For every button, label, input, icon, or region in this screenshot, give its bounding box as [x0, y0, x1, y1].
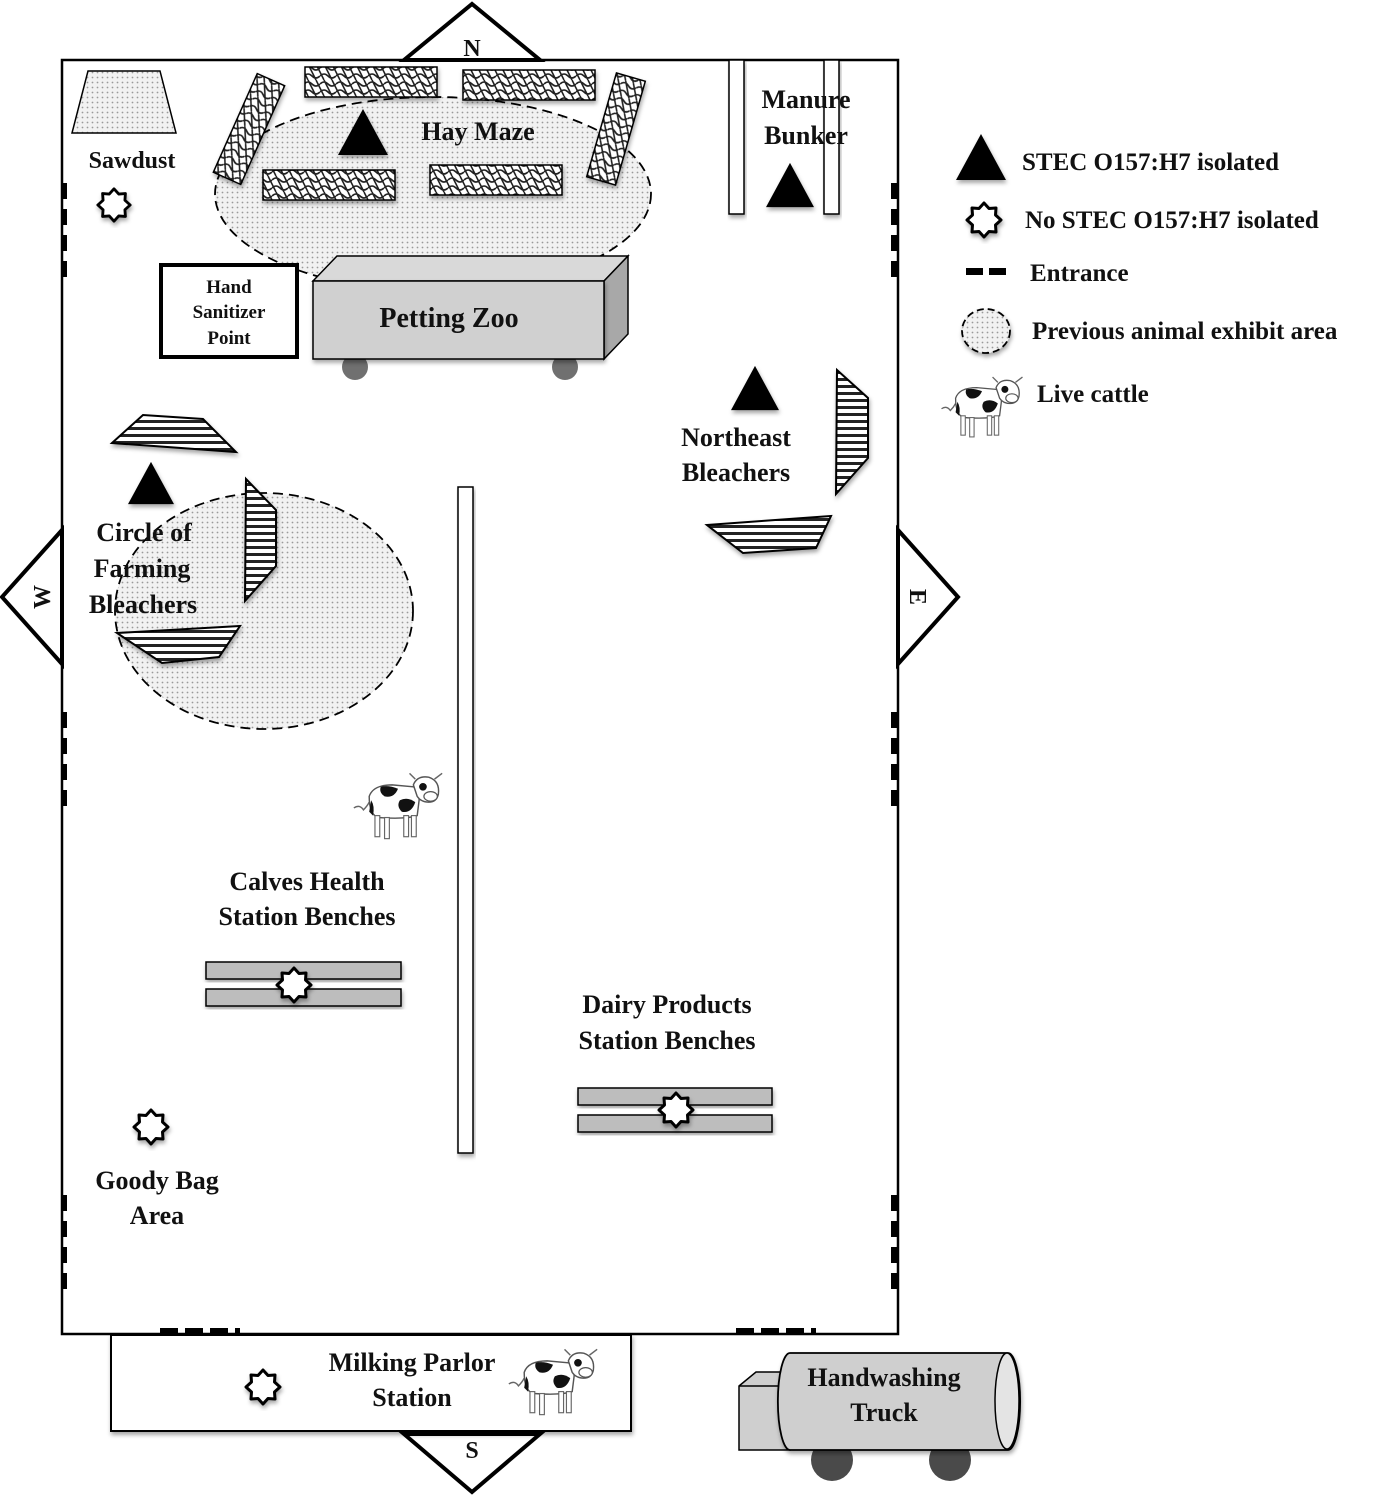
northeast-bleachers-label-line1: Northeast: [681, 423, 791, 452]
entrance-east-south: [891, 1195, 897, 1289]
compass-east-marker: E: [896, 524, 961, 670]
bleacher: [704, 514, 833, 555]
hay-bale: [462, 69, 596, 101]
compass-south-label: S: [465, 1438, 478, 1464]
legend-label: Previous animal exhibit area: [1032, 318, 1338, 345]
stec-isolated-triangle-icon: [766, 162, 814, 208]
legend-item-live-cattle: Live cattle: [940, 376, 1149, 438]
milking-parlor-label-line1: Milking Parlor: [329, 1348, 496, 1377]
eight-point-star-icon: [965, 201, 1003, 239]
hand-sanitizer-point: Hand Sanitizer Point: [159, 263, 299, 359]
manure-bunker: Manure Bunker: [728, 59, 851, 215]
legend-item-entrance: Entrance: [966, 260, 1129, 287]
hay-bale: [262, 169, 396, 201]
entrance-east-north: [891, 183, 897, 277]
manure-bunker-label-line2: Bunker: [764, 121, 848, 150]
bleacher: [113, 624, 242, 665]
no-stec-star-icon: [657, 1091, 695, 1129]
dotted-oval-icon: [961, 308, 1011, 354]
filled-triangle-icon: [956, 134, 1006, 180]
petting-zoo: Petting Zoo: [311, 254, 630, 380]
compass-south-marker: S: [398, 1432, 546, 1495]
milking-parlor-station: Milking Parlor Station: [110, 1334, 632, 1432]
stec-isolated-triangle-icon: [128, 461, 174, 505]
petting-zoo-label: Petting Zoo: [379, 303, 518, 334]
compass-east-label: E: [904, 589, 930, 605]
hay-bales: [212, 66, 647, 201]
entrance-west-north: [61, 183, 67, 277]
entrance-east-middle: [891, 712, 897, 806]
circle-of-farming: Circle of Farming Bleachers: [89, 413, 414, 730]
goody-bag-label-line1: Goody Bag: [95, 1166, 219, 1195]
legend-item-previous-exhibit: Previous animal exhibit area: [961, 308, 1338, 354]
hay-maze-label: Hay Maze: [421, 117, 534, 146]
circle-of-farming-label-line3: Bleachers: [89, 590, 197, 619]
no-stec-star-icon: [275, 966, 313, 1004]
center-divider-wall: [457, 486, 474, 1154]
goody-bag-label-line2: Area: [130, 1201, 184, 1230]
dairy-products-label-line1: Dairy Products: [582, 990, 751, 1019]
hay-bale: [585, 72, 647, 186]
legend-label: Live cattle: [1037, 381, 1149, 408]
circle-of-farming-label-line2: Farming: [94, 554, 191, 583]
calves-health-label-line2: Station Benches: [219, 902, 396, 931]
bleacher: [109, 413, 239, 454]
compass-north-label: N: [463, 36, 481, 62]
dairy-products-label-line2: Station Benches: [579, 1026, 756, 1055]
sawdust-area: Sawdust: [71, 70, 177, 223]
entrance-west-middle: [61, 712, 67, 806]
live-cattle-icon: [353, 772, 443, 840]
circle-of-farming-label-line1: Circle of: [96, 518, 192, 547]
cow-icon: [940, 376, 1024, 438]
hand-sanitizer-label-line2: Sanitizer: [193, 302, 266, 323]
entrances: [61, 183, 897, 1334]
northeast-bleachers: Northeast Bleachers: [681, 365, 869, 555]
no-stec-star-icon: [244, 1368, 282, 1406]
entrance-west-south: [61, 1195, 67, 1289]
bleacher: [834, 367, 869, 497]
bleacher: [243, 476, 277, 604]
no-stec-star-icon: [96, 187, 132, 223]
legend-label: No STEC O157:H7 isolated: [1025, 207, 1319, 234]
legend-item-stec-isolated: STEC O157:H7 isolated: [956, 134, 1279, 180]
compass-west-marker: W: [0, 524, 64, 670]
handwashing-truck-label-line2: Truck: [850, 1398, 918, 1427]
entrance-south-west: [160, 1328, 240, 1334]
entrance-dashes-icon: [966, 268, 1006, 275]
hay-bale: [212, 72, 286, 186]
goody-bag-area: Goody Bag Area: [95, 1108, 219, 1230]
calves-health-label-line1: Calves Health: [229, 867, 385, 896]
legend-item-no-stec: No STEC O157:H7 isolated: [965, 201, 1319, 239]
hay-bale: [429, 164, 563, 196]
hand-sanitizer-label-line3: Point: [207, 328, 251, 349]
legend: STEC O157:H7 isolated No STEC O157:H7 is…: [940, 134, 1338, 438]
northeast-bleachers-label-line2: Bleachers: [682, 458, 790, 487]
compass-west-label: W: [30, 585, 56, 609]
hand-sanitizer-label-line1: Hand: [206, 277, 252, 298]
hay-bale: [304, 66, 438, 98]
handwashing-truck-label-line1: Handwashing: [807, 1363, 960, 1392]
entrance-south-east: [736, 1328, 816, 1334]
sawdust-label: Sawdust: [89, 148, 176, 174]
milking-parlor-label-line2: Station: [372, 1383, 452, 1412]
dairy-products-station: Dairy Products Station Benches: [577, 990, 773, 1133]
calves-health-station: Calves Health Station Benches: [205, 867, 402, 1007]
legend-label: STEC O157:H7 isolated: [1022, 149, 1279, 176]
no-stec-star-icon: [132, 1108, 170, 1146]
previous-exhibit-area-circle: [114, 492, 414, 730]
stec-isolated-triangle-icon: [731, 365, 779, 411]
compass-north-marker: N: [398, 1, 546, 62]
legend-label: Entrance: [1030, 260, 1129, 287]
manure-bunker-label-line1: Manure: [761, 85, 850, 114]
handwashing-truck: Handwashing Truck: [738, 1352, 1022, 1481]
